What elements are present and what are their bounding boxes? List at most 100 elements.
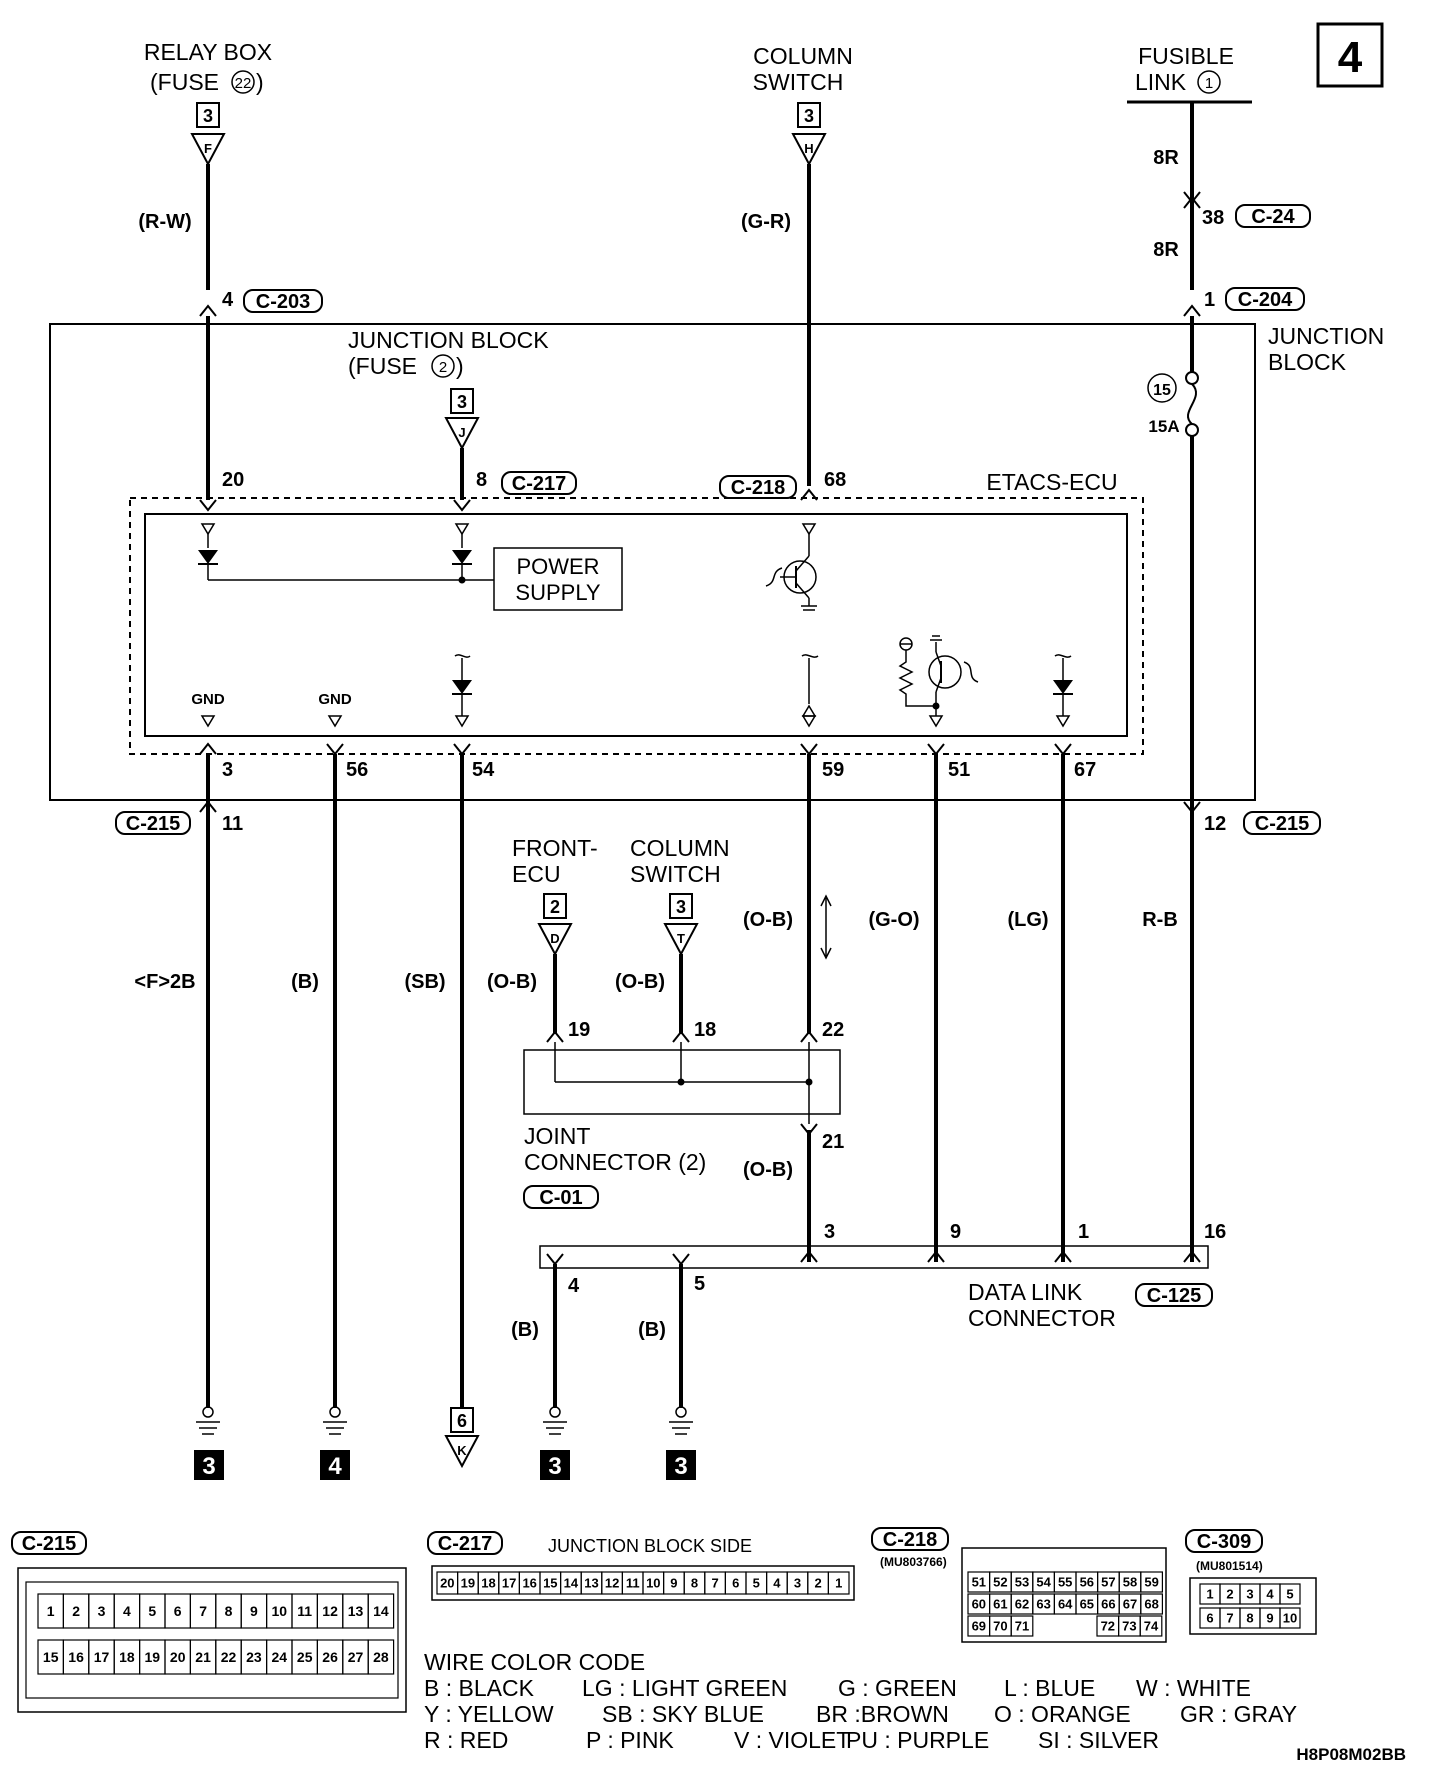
connector-pin-number: 18 [481, 1576, 495, 1591]
fuse-15-terminal-top [1185, 371, 1199, 385]
c215-view-housing [17, 1567, 407, 1713]
connector-pin-number: 7 [199, 1603, 207, 1619]
ecu-terminal-59-down [801, 715, 817, 728]
connector-pin-number: 6 [174, 1603, 182, 1619]
pin-11: 11 [222, 813, 243, 835]
legend-entry: LG : LIGHT GREEN [582, 1675, 787, 1701]
connector-pin-number: 55 [1058, 1575, 1072, 1590]
column-switch-mid-connector-triangle [663, 923, 699, 957]
connector-pin-number: 8 [1246, 1611, 1253, 1626]
column-switch-mid-connector-letter: T [677, 931, 685, 946]
pin-56: 56 [346, 759, 368, 781]
c217-box-top [501, 471, 577, 495]
connector-pin-number: 8 [225, 1603, 233, 1619]
junction-fuse-label1: JUNCTION BLOCK [348, 327, 549, 353]
connector-pin-number: 6 [1206, 1611, 1213, 1626]
c24-mark-bottom [1183, 196, 1201, 209]
legend-entry: W : WHITE [1136, 1675, 1251, 1701]
ecu-terminal-20 [200, 523, 216, 536]
junction-fuse-label2: (FUSE [348, 353, 417, 379]
page-number: 4 [1338, 33, 1363, 82]
etacs-ecu-label: ETACS-ECU [986, 469, 1117, 495]
connector-pin-number: 23 [246, 1649, 262, 1665]
c218-label-top: C-218 [731, 477, 785, 499]
column-switch-mid-pin-box [669, 893, 693, 919]
ecu-terminal-8 [454, 523, 470, 536]
relay-box-fuse-circle [231, 70, 255, 94]
pin-1-c204: 1 [1204, 289, 1215, 311]
connector-pin-number: 27 [348, 1649, 364, 1665]
pin-59: 59 [822, 759, 844, 781]
junction-block-outline [49, 323, 1256, 801]
connector-pin-number: 14 [564, 1576, 579, 1591]
pin-19: 19 [568, 1019, 590, 1041]
connector-pin-number: 68 [1144, 1597, 1158, 1612]
legend-title: WIRE COLOR CODE [424, 1649, 645, 1675]
connector-pin-number: 58 [1123, 1575, 1137, 1590]
connector-pin-number: 72 [1101, 1619, 1115, 1634]
legend-row-2: Y : YELLOW SB : SKY BLUE BR :BROWN O : O… [424, 1701, 1297, 1727]
connector-pin-cell [1010, 1615, 1034, 1637]
connector-pin-number: 16 [68, 1649, 84, 1665]
pin56-mark [326, 743, 344, 756]
dlc-pin3: 3 [824, 1221, 835, 1243]
etacs-ecu-body [144, 513, 1128, 737]
pin-4-c203: 4 [222, 289, 234, 311]
c203-label: C-203 [256, 291, 310, 313]
connector-pin-number: 10 [1283, 1611, 1297, 1626]
c309-view-housing [1189, 1577, 1317, 1635]
ecu-signal-59 [801, 654, 819, 658]
joint-connector-label1: JOINT [524, 1123, 590, 1149]
pin-51: 51 [948, 759, 970, 781]
c24-box [1235, 204, 1311, 228]
transistor-51-ground-icon [930, 635, 942, 641]
diode-8 [452, 550, 472, 564]
dlc-pin16: 16 [1204, 1221, 1226, 1243]
ground-icon-1 [196, 1406, 220, 1435]
junction-fuse-number: 2 [439, 359, 447, 376]
fuse-15-element [1186, 383, 1198, 425]
pin-18: 18 [694, 1019, 716, 1041]
connector-pin-number: 74 [1144, 1619, 1159, 1634]
wire-label-b3: (B) [638, 1319, 666, 1341]
data-link-label1: DATA LINK [968, 1279, 1083, 1305]
fusible-link-circle [1197, 70, 1221, 94]
connector-pin-number: 19 [461, 1576, 475, 1591]
transistor-51-signal [963, 661, 979, 683]
transistor-68-signal [765, 567, 783, 587]
ecu-terminal-56 [327, 715, 343, 728]
gnd-label-3: GND [191, 691, 225, 708]
c125-box [1135, 1283, 1213, 1307]
connector-pin-number: 64 [1058, 1597, 1073, 1612]
c218-box-top [719, 475, 797, 499]
junction-fuse-connector-letter: J [458, 425, 465, 440]
fusible-link-number: 1 [1205, 75, 1213, 92]
ground-number-1: 3 [202, 1453, 215, 1480]
ground-number-4: 3 [674, 1453, 687, 1480]
c215-view-inner [25, 1581, 399, 1699]
c215-box-right [1243, 811, 1321, 835]
c218-part-number: (MU803766) [880, 1555, 947, 1569]
relay-box-label: RELAY BOX [144, 39, 272, 65]
transistor-51 [928, 655, 962, 689]
c203-mark [199, 304, 217, 317]
connector-pin-cell [367, 1593, 395, 1629]
legend-entry: L : BLUE [1004, 1675, 1095, 1701]
connector-pin-number: 12 [322, 1603, 338, 1619]
joint-pin22-mark [800, 1030, 818, 1043]
wire-label-b1: (B) [291, 971, 319, 993]
pin-21: 21 [822, 1131, 844, 1153]
dlc-pin4-mark [546, 1253, 564, 1266]
junction-block-side-label: JUNCTION BLOCK SIDE [548, 1536, 752, 1556]
connector-pin-number: 57 [1101, 1575, 1115, 1590]
pin54-mark [453, 743, 471, 756]
connector-pin-cell [1140, 1571, 1164, 1593]
connector-pin-cell [1279, 1583, 1301, 1605]
connector-pin-number: 59 [1144, 1575, 1158, 1590]
connector-pin-number: 73 [1122, 1619, 1136, 1634]
transistor-68-emitter [795, 582, 810, 599]
dlc-pin1-mark [1054, 1250, 1072, 1263]
c24-mark-top [1183, 191, 1201, 204]
